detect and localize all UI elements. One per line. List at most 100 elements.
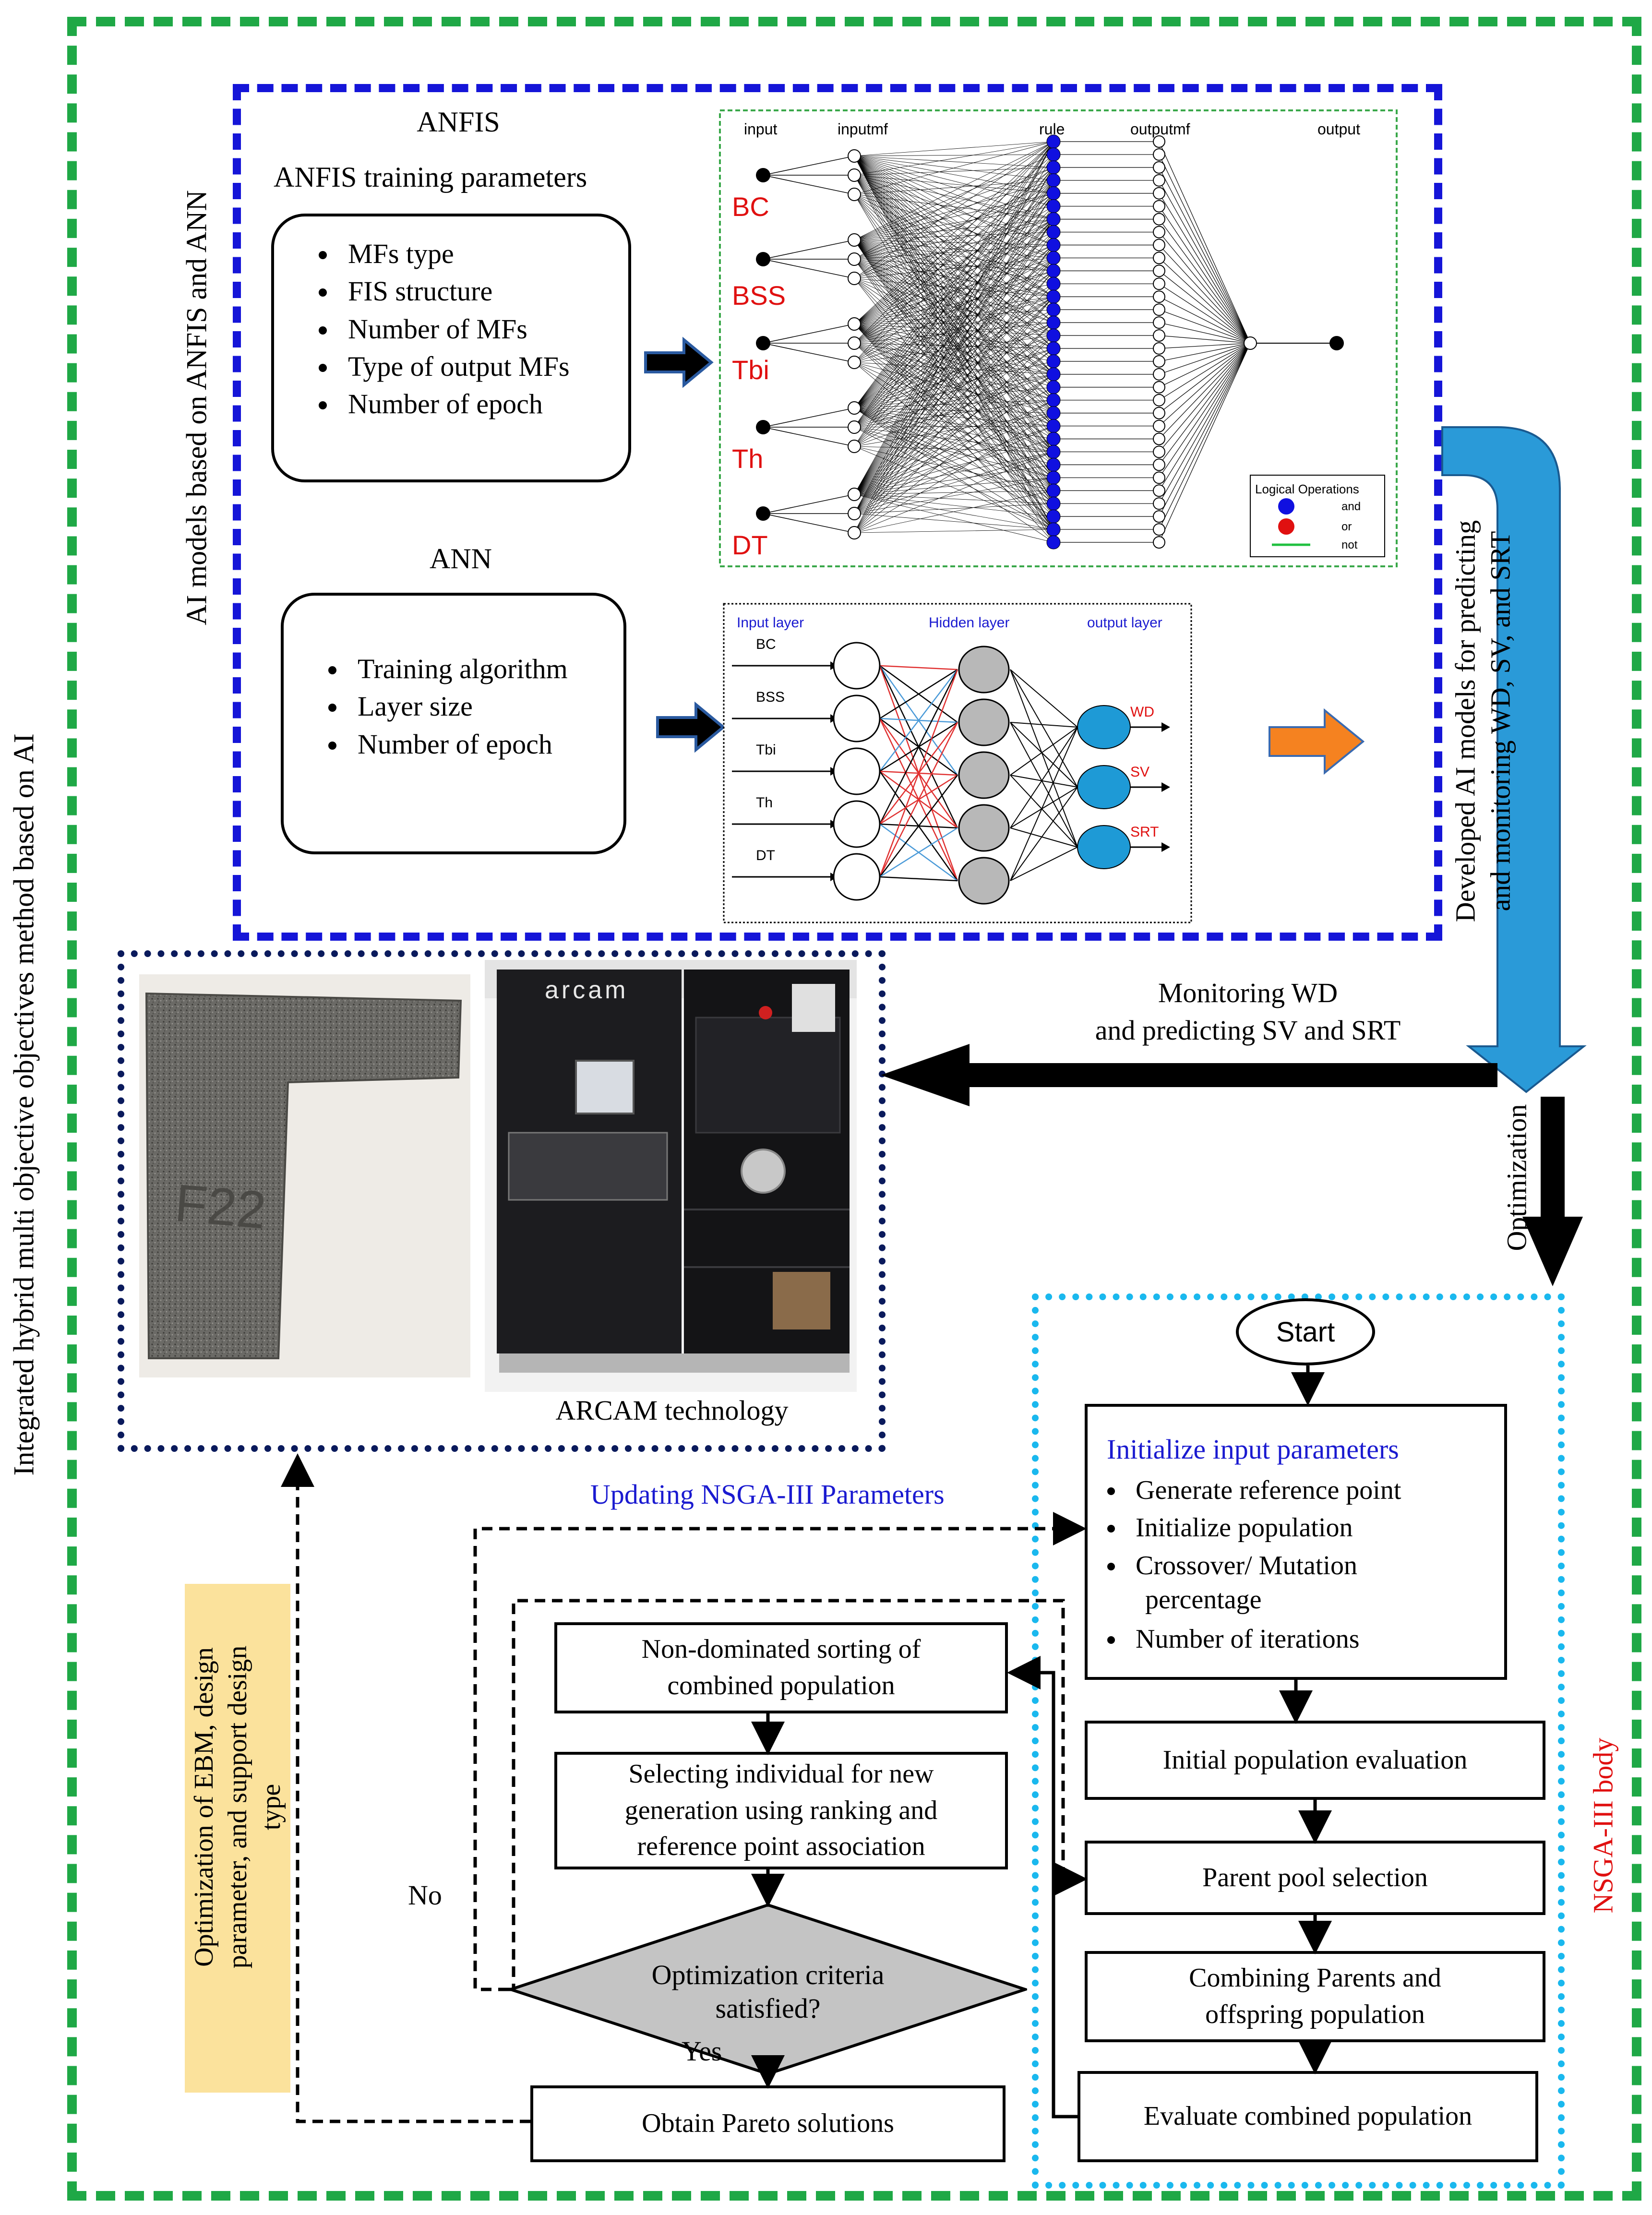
init-params-list: Generate reference point Initialize popu…: [1088, 1472, 1401, 1584]
ann-input-node: [833, 800, 881, 848]
ann-hidden-node: [958, 751, 1010, 799]
nondominated-line1: Non-dominated sorting of: [641, 1634, 921, 1664]
anfis-network-diagram: input inputmf rule outputmf output BCBSS…: [719, 109, 1398, 567]
ann-diagram-border: [723, 603, 1192, 923]
machine-window: [508, 1132, 668, 1201]
anfis-inputmf-node: [848, 526, 861, 539]
nsga-frame: [1032, 1293, 1565, 2189]
photo-caption: ARCAM technology: [555, 1395, 789, 1426]
anfis-outputmf-node: [1153, 471, 1165, 484]
anfis-layer-label: outputmf: [1130, 120, 1190, 138]
init-param: Initialize population: [1126, 1509, 1401, 1546]
ann-hidden-node: [958, 857, 1010, 905]
sample-part-label: F22: [173, 1173, 269, 1240]
anfis-params-list: MFs type FIS structure Number of MFs Typ…: [271, 235, 694, 423]
nondominated-line2: combined population: [667, 1671, 895, 1700]
orange-arrow-icon: [1269, 708, 1365, 775]
anfis-outputmf-node: [1153, 445, 1165, 458]
monitoring-line2: and predicting SV and SRT: [1095, 1015, 1401, 1046]
anfis-outputmf-node: [1153, 329, 1165, 342]
anfis-inputmf-node: [848, 336, 861, 350]
anfis-params-box: [271, 214, 631, 482]
anfis-inputmf-node: [848, 440, 861, 453]
monitoring-label: Monitoring WD and predicting SV and SRT: [1032, 974, 1464, 1050]
anfis-output-node: [1329, 336, 1344, 350]
nondominated-box: Non-dominated sorting of combined popula…: [554, 1622, 1008, 1713]
anfis-rule-node: [1046, 535, 1061, 550]
anfis-outputmf-node: [1153, 174, 1165, 187]
ann-input-label: Tbi: [756, 742, 776, 758]
monitoring-arrow: [881, 1044, 1497, 1106]
combining-line2: offspring population: [1205, 1999, 1425, 2029]
anfis-outputmf-node: [1153, 510, 1165, 523]
anfis-input-node: [756, 420, 770, 434]
anfis-input-label: Th: [732, 443, 763, 474]
ann-params-list: Training algorithm Layer size Number of …: [281, 650, 694, 763]
selecting-line1: Selecting individual for new: [628, 1759, 934, 1789]
anfis-outputmf-node: [1153, 381, 1165, 394]
anfis-input-node: [756, 168, 770, 182]
anfis-outputmf-node: [1153, 135, 1165, 148]
anfis-outputmf-node: [1153, 303, 1165, 316]
anfis-inputmf-node: [848, 188, 861, 201]
anfis-inputmf-node: [848, 420, 861, 434]
anfis-outputmf-node: [1153, 497, 1165, 510]
anfis-nodes: [756, 134, 1344, 550]
anfis-outputmf-node: [1153, 200, 1165, 213]
anfis-inputmf-node: [848, 488, 861, 501]
anfis-param: Number of MFs: [338, 311, 694, 348]
anfis-inputmf-node: [848, 356, 861, 369]
legend-or-marker: [1278, 518, 1294, 535]
legend-item: or: [1341, 520, 1352, 533]
anfis-outputmf-node: [1153, 264, 1165, 277]
curved-arrow-body: [1441, 426, 1587, 1093]
anfis-inputmf-node: [848, 507, 861, 520]
ann-output-label: SRT: [1130, 824, 1159, 840]
criteria-line1: Optimization criteria: [651, 1959, 885, 1990]
anfis-inputmf-node: [848, 272, 861, 285]
optimization-down-arrow: [1522, 1097, 1583, 1286]
selecting-line2: generation using ranking and: [624, 1795, 938, 1825]
start-node: Start: [1236, 1298, 1375, 1365]
anfis-outputmf-node: [1153, 148, 1165, 161]
anfis-outputmf-node: [1153, 226, 1165, 239]
legend-item: not: [1341, 539, 1358, 551]
anfis-legend-title: Logical Operations: [1255, 482, 1359, 496]
ann-output-label: WD: [1130, 704, 1154, 720]
anfis-param: FIS structure: [338, 273, 694, 310]
anfis-layer-label: input: [744, 120, 778, 138]
ann-layer-label: Input layer: [737, 615, 804, 631]
anfis-outputmf-node: [1153, 316, 1165, 329]
ann-title: ANN: [430, 543, 492, 575]
anfis-outputmf-node: [1153, 187, 1165, 200]
anfis-inputmf-node: [848, 149, 861, 163]
anfis-inputmf-node: [848, 233, 861, 247]
machine-screen: [575, 1060, 634, 1114]
criteria-line2: satisfied?: [715, 1992, 821, 2024]
ann-input-node: [833, 747, 881, 795]
ann-output-label: SV: [1130, 764, 1149, 780]
anfis-outputmf-node: [1153, 239, 1165, 251]
sample-part-photo: F22: [139, 974, 470, 1377]
flow-evaluate-nondominated: [1007, 1656, 1077, 2119]
anfis-outputmf-node: [1153, 523, 1165, 536]
anfis-params-title: ANFIS training parameters: [274, 161, 587, 193]
anfis-outputmf-node: [1153, 251, 1165, 264]
pareto-box: Obtain Pareto solutions: [530, 2085, 1006, 2162]
ann-input-node: [833, 694, 881, 742]
anfis-outputmf-node: [1153, 407, 1165, 419]
anfis-outputmf-node: [1153, 484, 1165, 497]
selecting-box: Selecting individual for new generation …: [554, 1752, 1008, 1869]
anfis-inputmf-node: [848, 168, 861, 182]
ann-layer-label: Hidden layer: [929, 615, 1009, 631]
ann-input-label: Th: [756, 795, 773, 811]
anfis-input-label: DT: [732, 530, 768, 560]
anfis-param: Type of output MFs: [338, 348, 694, 385]
ann-network-diagram: Input layer Hidden layer output layer BC…: [723, 603, 1192, 923]
ann-param: Layer size: [348, 688, 694, 725]
ann-layer-label: output layer: [1087, 615, 1162, 631]
ann-hidden-node: [958, 804, 1010, 852]
machine-viewport: [741, 1149, 786, 1194]
